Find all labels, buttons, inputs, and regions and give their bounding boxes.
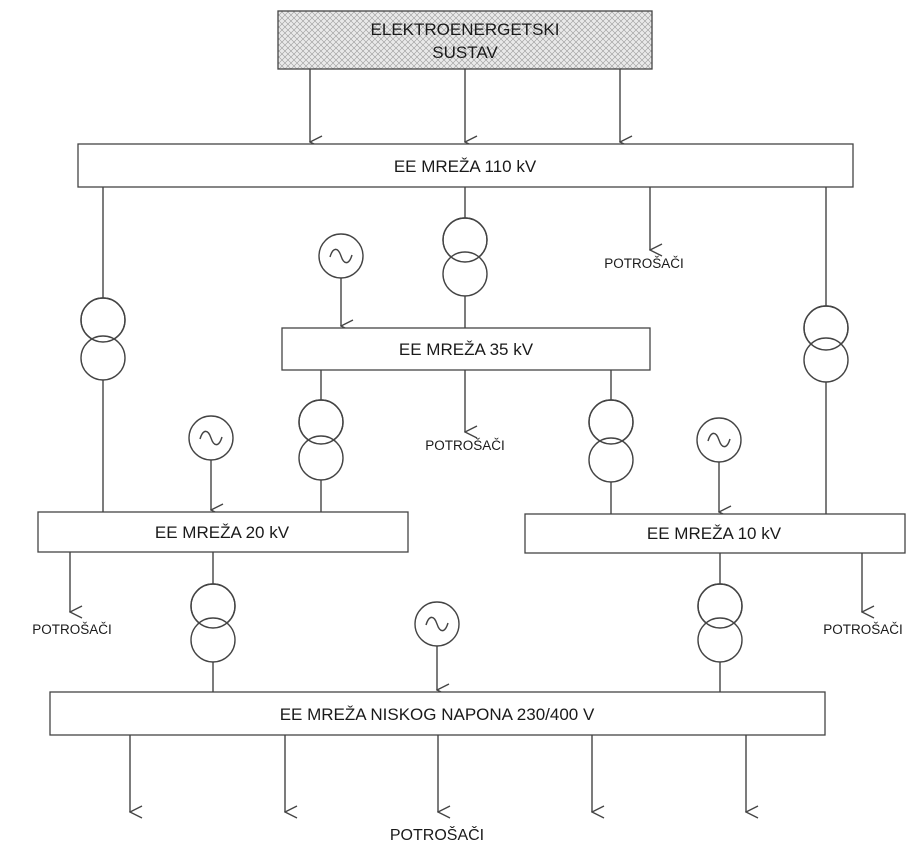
transformer-35-10: [588, 399, 634, 483]
load-label-110kv: POTROŠAČI: [604, 256, 684, 271]
generator-35kv: [318, 233, 364, 279]
transformer-35-20: [298, 399, 344, 481]
transformer-10-lv-coil-bottom: [697, 617, 743, 663]
transformer-110-35-coil-bottom: [442, 251, 488, 297]
power-system-label-line1: ELEKTROENERGETSKI: [371, 20, 560, 39]
generator-10kv: [696, 417, 742, 463]
network-35kv-label: EE MREŽA 35 kV: [399, 340, 534, 359]
load-label-10kv: POTROŠAČI: [823, 622, 903, 637]
power-system-block: ELEKTROENERGETSKI SUSTAV: [277, 10, 653, 70]
load-label-35kv: POTROŠAČI: [425, 438, 505, 453]
transformer-20-lv: [190, 583, 236, 663]
transformer-10-lv: [697, 583, 743, 663]
load-label-20kv: POTROŠAČI: [32, 622, 112, 637]
transformer-110-20: [80, 297, 126, 381]
load-label-lv: POTROŠAČI: [390, 825, 484, 844]
network-20kv: EE MREŽA 20 kV: [37, 511, 409, 553]
network-110kv-label: EE MREŽA 110 kV: [394, 157, 537, 176]
network-10kv-label: EE MREŽA 10 kV: [647, 524, 782, 543]
network-20kv-label: EE MREŽA 20 kV: [155, 523, 290, 542]
transformer-20-lv-coil-bottom: [190, 617, 236, 663]
transformer-110-10: [803, 305, 849, 383]
network-lv-box: [49, 691, 826, 736]
network-110kv: EE MREŽA 110 kV: [77, 143, 854, 188]
network-110kv-box: [77, 143, 854, 188]
power-system-label-line2: SUSTAV: [432, 43, 498, 62]
network-lv: EE MREŽA NISKOG NAPONA 230/400 V: [49, 691, 826, 736]
generator-lv: [414, 601, 460, 647]
network-20kv-box: [37, 511, 409, 553]
power-system-box: [277, 10, 653, 70]
network-10kv-box: [524, 513, 906, 554]
transformer-110-35: [442, 217, 488, 297]
network-35kv: EE MREŽA 35 kV: [281, 327, 651, 371]
network-35kv-box: [281, 327, 651, 371]
transformer-35-20-coil-bottom: [298, 435, 344, 481]
generator-20kv: [188, 415, 234, 461]
network-10kv: EE MREŽA 10 kV: [524, 513, 906, 554]
network-lv-label: EE MREŽA NISKOG NAPONA 230/400 V: [280, 705, 595, 724]
